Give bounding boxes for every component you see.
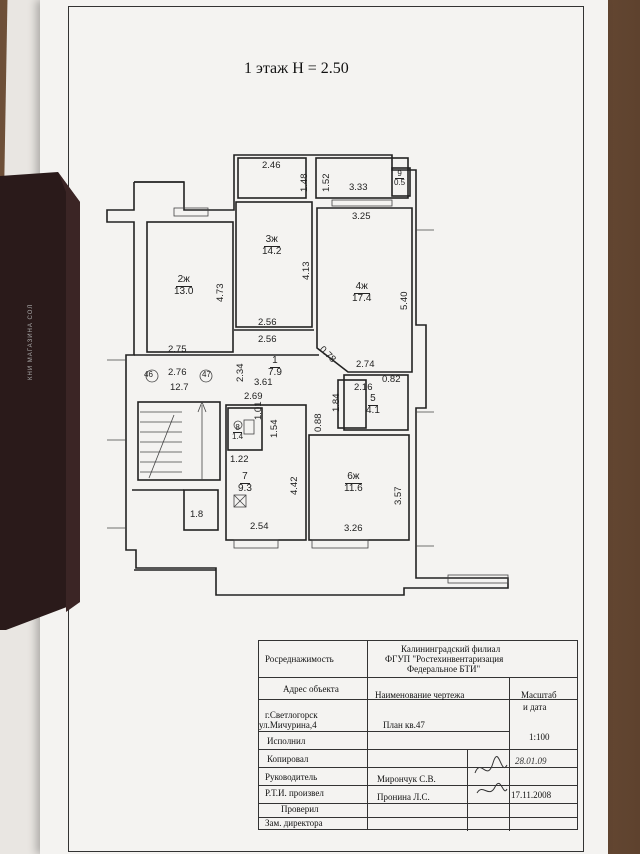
dim-label: 2.46 xyxy=(262,160,281,171)
dim-label: 2.75 xyxy=(168,344,187,355)
stamp-deputy: Зам. директора xyxy=(265,818,323,828)
stamp-performed: Исполнил xyxy=(267,736,306,746)
dim-label: 2.74 xyxy=(356,359,375,370)
stamp-head: Руководитель xyxy=(265,772,318,782)
dim-label: 3.33 xyxy=(349,182,368,193)
dim-label: 1.54 xyxy=(269,419,280,439)
stamp-scale-value: 1:100 xyxy=(529,732,550,742)
dim-label: 0.88 xyxy=(313,413,324,433)
stamp-print-date: 17.11.2008 xyxy=(511,790,552,800)
dim-label: 3.26 xyxy=(344,523,363,534)
dim-label: 1.84 xyxy=(331,393,342,413)
dim-label: 3.57 xyxy=(393,486,404,506)
dim-label: 2.56 xyxy=(258,317,277,328)
floor-plan-title: 1 этаж Н = 2.50 xyxy=(244,60,349,77)
dim-label: 4.42 xyxy=(289,476,300,496)
dim-label: 2.69 xyxy=(244,391,263,402)
floor-plan: 2.46 1.48 1.52 3.33 3.25 4.73 4.13 5.40 … xyxy=(104,150,524,600)
dim-label: 4.13 xyxy=(301,261,312,281)
dim-label: 12.7 xyxy=(170,382,189,393)
stamp-scale-label: Масштаб xyxy=(521,690,557,700)
dim-label: 0.82 xyxy=(382,374,401,385)
stamp-signed-date: 28.01.09 xyxy=(515,756,547,766)
stamp-address-value: г.Светлогорск xyxy=(265,710,318,720)
stamp-drawing-name-label: Наименование чертежа xyxy=(375,690,465,700)
stamp-address-value: ул.Мичурина,4 xyxy=(259,720,317,730)
axis-label: 46 xyxy=(144,370,153,379)
dim-label: 3.61 xyxy=(254,377,273,388)
stamp-org-line: Федеральное БТИ" xyxy=(407,664,481,674)
dim-label: 5.40 xyxy=(399,291,410,311)
stamp-copied: Копировал xyxy=(267,754,309,764)
dim-label: 2.34 xyxy=(235,363,246,383)
dim-label: 2.16 xyxy=(354,382,373,393)
binder-cover xyxy=(0,172,80,630)
document-sheet xyxy=(40,0,608,854)
dim-label: 1.8 xyxy=(190,509,204,520)
axis-label: 47 xyxy=(202,370,211,379)
dim-label: 1.22 xyxy=(230,454,249,465)
stamp-row-label: Росреднажимость xyxy=(265,654,334,664)
dim-label: 1.01 xyxy=(253,401,264,421)
binder-spine-text: КНИ МАГАЗИНА СОЛ xyxy=(28,303,34,380)
stamp-scale-label: и дата xyxy=(523,702,547,712)
stamp-org-line: ФГУП "Ростехинвентаризация xyxy=(385,654,504,664)
dim-label: 3.25 xyxy=(352,211,371,222)
stamp-address-label: Адрес объекта xyxy=(283,684,339,694)
dim-label: 2.56 xyxy=(258,334,277,345)
stamp-checked: Проверил xyxy=(281,804,319,814)
dim-label: 1.48 xyxy=(299,173,310,193)
title-block-stamp: Росреднажимость Калининградский филиал Ф… xyxy=(258,640,578,831)
stamp-rti-name: Пронина Л.С. xyxy=(377,792,430,802)
dim-label: 1.52 xyxy=(321,173,332,193)
dim-label: 4.73 xyxy=(215,283,226,303)
dim-label: 2.76 xyxy=(168,367,187,378)
dim-label: 2.54 xyxy=(250,521,269,532)
stamp-org-line: Калининградский филиал xyxy=(401,644,501,654)
signature-scribble xyxy=(474,756,508,794)
stamp-head-name: Мирончук С.В. xyxy=(377,774,436,784)
stamp-plan-name: План кв.47 xyxy=(383,720,425,730)
floor-plan-drawing xyxy=(106,154,509,596)
stamp-rti: Р.Т.И. произвел xyxy=(265,788,324,798)
